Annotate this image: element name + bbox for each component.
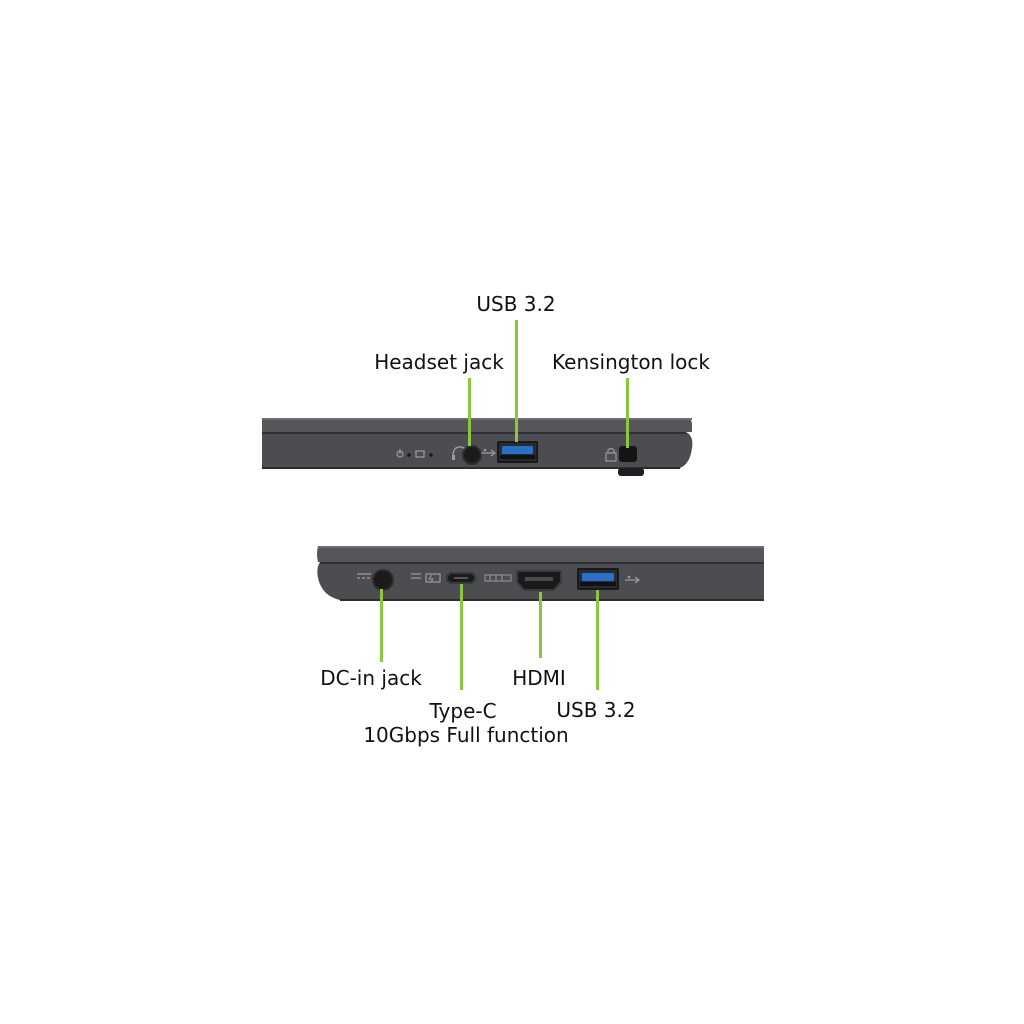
label-usb-right: USB 3.2 <box>476 292 556 316</box>
dc-icon <box>357 573 371 579</box>
lid <box>317 546 764 562</box>
usb-symbol-icon <box>625 575 640 584</box>
leader-usb-left <box>596 590 599 690</box>
usb-a-port-right <box>497 441 538 463</box>
kensington-lock-slot <box>619 446 637 462</box>
label-headset-jack: Headset jack <box>374 350 504 374</box>
power-led-icon <box>396 449 411 458</box>
label-usb-left: USB 3.2 <box>556 698 636 722</box>
hdmi-port <box>516 570 562 591</box>
leader-dc-in-jack <box>380 589 383 662</box>
thunder-icon <box>411 573 441 583</box>
usb-a-port-left <box>577 568 619 590</box>
lock-icon <box>605 447 617 462</box>
status-led-icons <box>396 449 433 458</box>
type-c-port <box>446 572 476 584</box>
label-hdmi: HDMI <box>512 666 566 690</box>
hdmi-logo-icon <box>484 574 512 582</box>
leader-hdmi <box>539 592 542 658</box>
battery-led-icon <box>415 450 433 458</box>
label-type-c: Type-C <box>429 699 497 723</box>
label-kensington-lock: Kensington lock <box>552 350 710 374</box>
leader-headset-jack <box>468 378 471 446</box>
dc-in-jack-port <box>372 569 394 591</box>
usb-symbol-icon <box>481 448 496 457</box>
headset-jack-port <box>462 445 482 465</box>
label-type-c-spec: 10Gbps Full function <box>363 723 569 747</box>
leader-usb-right <box>515 320 518 442</box>
leader-type-c <box>460 584 463 690</box>
label-dc-in-jack: DC-in jack <box>320 666 422 690</box>
lid <box>262 418 692 432</box>
leader-kensington-lock <box>626 378 629 448</box>
